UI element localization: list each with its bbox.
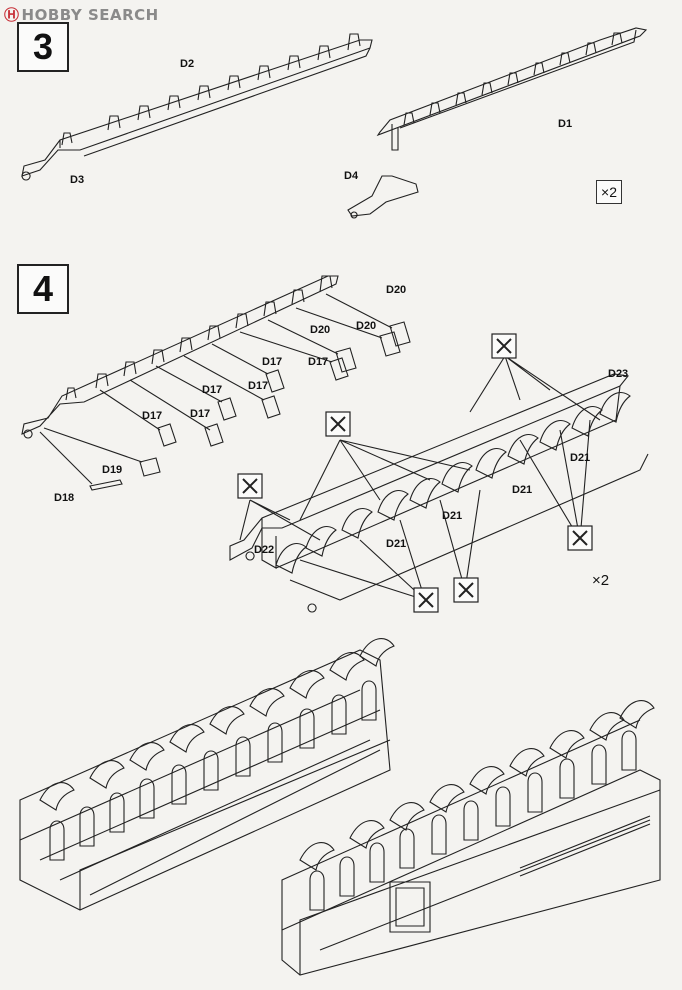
label-d17-b: D17 (308, 356, 329, 368)
label-d19: D19 (102, 464, 123, 476)
lower-assembly-right (281, 700, 661, 976)
step3-part-d4 (347, 175, 419, 219)
label-d3: D3 (70, 174, 85, 186)
step4-d17-plates (99, 331, 349, 447)
step-3-number: 3 (17, 22, 69, 72)
step4-leader-lines (239, 355, 601, 601)
label-d17-d: D17 (248, 380, 269, 392)
label-d4: D4 (344, 170, 359, 182)
label-d20-top: D20 (386, 284, 407, 296)
step3-rail-d2 (21, 33, 373, 181)
step-4-number: 4 (17, 264, 69, 314)
label-d18: D18 (54, 492, 75, 504)
label-d21-b: D21 (512, 484, 533, 496)
step4-rail (21, 275, 339, 439)
label-d17-e: D17 (142, 410, 163, 422)
step4-d18-d19 (39, 427, 161, 491)
step3-rail-d1 (376, 27, 648, 151)
label-d21-c: D21 (442, 510, 463, 522)
watermark-text: HOBBY SEARCH (21, 5, 159, 24)
label-d22: D22 (254, 544, 275, 556)
label-d2: D2 (180, 58, 195, 70)
label-d17-a: D17 (262, 356, 283, 368)
label-d1: D1 (558, 118, 573, 130)
label-d20-right: D20 (356, 320, 377, 332)
step4-d20-plates (267, 293, 411, 373)
hobby-search-logo-icon: Ⓗ (4, 6, 20, 24)
lower-assembly-left (19, 638, 395, 911)
label-d21-a: D21 (570, 452, 591, 464)
label-d17-c: D17 (202, 384, 223, 396)
label-d17-f: D17 (190, 408, 211, 420)
step4-multiplier: ×2 (592, 572, 610, 589)
label-d23: D23 (608, 368, 629, 380)
label-d21-d: D21 (386, 538, 407, 550)
step4-roller-arms (275, 392, 631, 574)
step4-assembly-rail (229, 373, 649, 613)
watermark: Ⓗ HOBBY SEARCH (4, 4, 159, 25)
label-d20-left: D20 (310, 324, 331, 336)
step3-multiplier: ×2 (596, 180, 622, 204)
